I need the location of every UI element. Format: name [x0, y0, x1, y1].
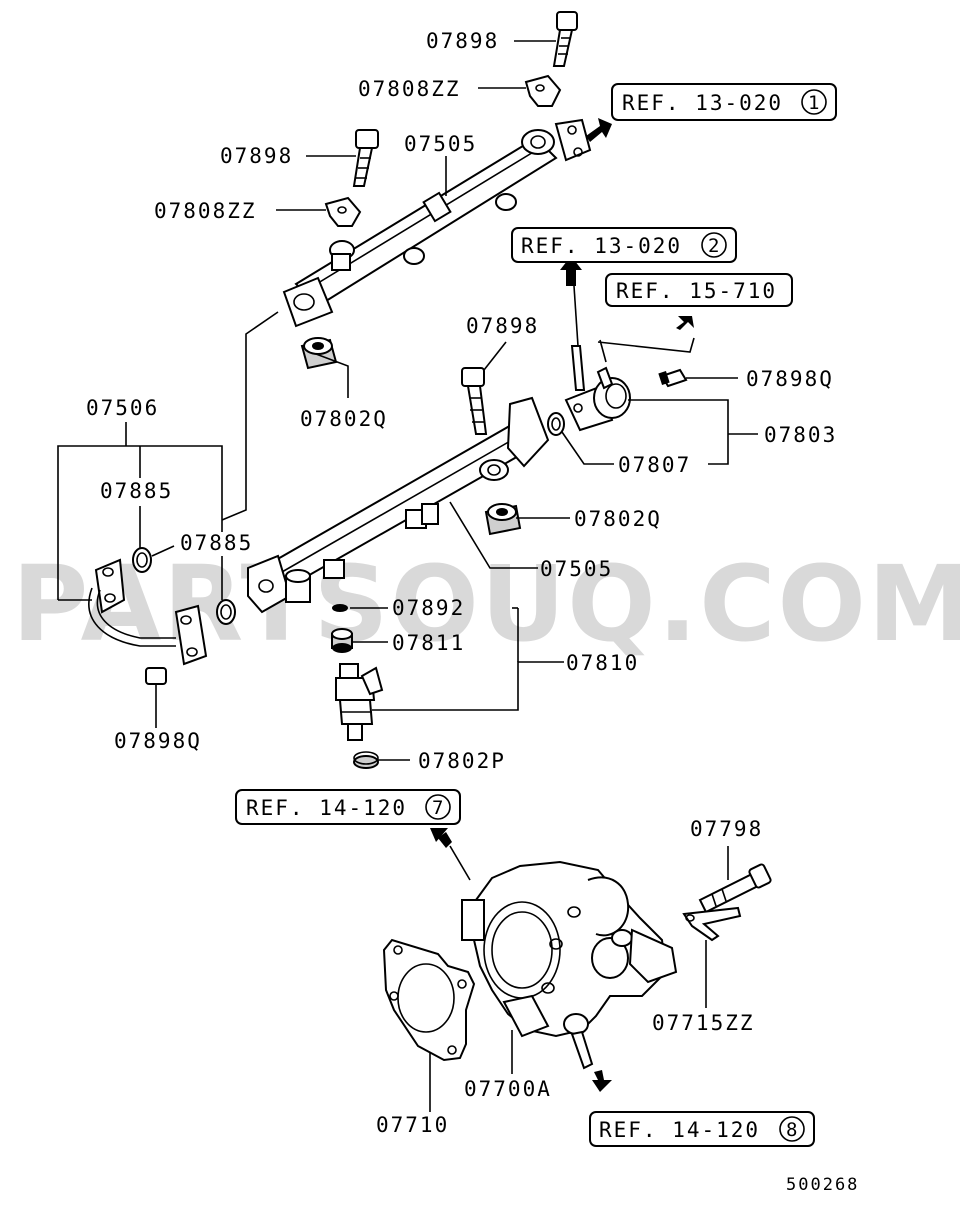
watermark: PARTSOUQ.COM: [12, 543, 960, 665]
label-bolt-regulator: 07898Q: [746, 367, 834, 391]
reference-number: 1: [808, 92, 819, 114]
label-injector-oring: 07811: [392, 631, 465, 655]
lower-fuel-rail[interactable]: [247, 396, 550, 614]
injector-oring[interactable]: [331, 628, 353, 653]
ref-arrows: [430, 118, 694, 1092]
label-gasket: 07710: [376, 1113, 449, 1137]
label-bolt-top: 07898: [426, 29, 499, 53]
label-injector-insulator: 07802P: [418, 749, 506, 773]
insulator-lower[interactable]: [484, 503, 522, 536]
label-bracket-left: 07808ZZ: [154, 199, 257, 223]
label-bracket-throttle: 07715ZZ: [652, 1011, 755, 1035]
reference-box-4[interactable]: REF. 14-120 7: [235, 789, 461, 825]
oring-left[interactable]: [132, 547, 152, 573]
label-pipe-assembly: 07506: [86, 396, 159, 420]
pressure-regulator[interactable]: [564, 345, 631, 432]
label-rail-lower: 07505: [540, 557, 613, 581]
reference-number: 7: [432, 797, 443, 819]
injector[interactable]: [335, 663, 384, 741]
bracket-left[interactable]: [324, 196, 362, 227]
reference-box-1[interactable]: REF. 13-020 1: [611, 83, 837, 121]
label-bracket-top: 07808ZZ: [358, 77, 461, 101]
oring-right[interactable]: [216, 599, 236, 625]
upper-fuel-rail[interactable]: [282, 118, 592, 328]
catalog-number: 500268: [786, 1175, 859, 1195]
label-oring-regulator: 07807: [618, 453, 691, 477]
label-insulator-upper: 07802Q: [300, 407, 388, 431]
reference-box-3[interactable]: REF. 15-710: [605, 273, 793, 307]
label-insulator-lower: 07802Q: [574, 507, 662, 531]
label-bolt-rail-lower: 07898: [466, 314, 539, 338]
label-throttle-body: 07700A: [464, 1077, 552, 1101]
reference-text: REF. 15-710: [616, 279, 777, 303]
reference-text: REF. 14-120: [246, 796, 407, 820]
label-oring-left: 07885: [100, 479, 173, 503]
reference-box-5[interactable]: REF. 14-120 8: [589, 1111, 815, 1147]
bracket-throttle[interactable]: [682, 906, 742, 942]
label-rail-upper: 07505: [404, 132, 477, 156]
bolt-pipe[interactable]: [145, 667, 167, 692]
part-labels: 07898 07808ZZ 07898 07505 07808ZZ 07802Q…: [86, 29, 837, 1137]
label-bolt-throttle: 07798: [690, 817, 763, 841]
reference-number: 2: [708, 235, 719, 257]
insulator-upper[interactable]: [300, 337, 338, 370]
leader-lines: [57, 40, 758, 1112]
throttle-body[interactable]: [461, 860, 678, 1070]
label-regulator: 07803: [764, 423, 837, 447]
label-injector-seal: 07892: [392, 596, 465, 620]
bracket-top[interactable]: [524, 74, 562, 107]
label-bolt-pipe: 07898Q: [114, 729, 202, 753]
injector-insulator[interactable]: [353, 751, 379, 769]
gasket[interactable]: [382, 938, 476, 1062]
oring-regulator[interactable]: [547, 412, 565, 436]
fuel-pipe[interactable]: [88, 558, 208, 666]
bolt-upper-left[interactable]: [352, 129, 379, 187]
injector-seal[interactable]: [332, 604, 348, 612]
reference-number: 8: [786, 1119, 797, 1141]
reference-box-2[interactable]: REF. 13-020 2: [511, 227, 737, 263]
reference-text: REF. 13-020: [521, 234, 682, 258]
label-oring-right: 07885: [180, 531, 253, 555]
bolt-regulator[interactable]: [658, 368, 688, 388]
bolt-top[interactable]: [552, 11, 578, 67]
reference-text: REF. 14-120: [599, 1118, 760, 1142]
bolt-throttle[interactable]: [698, 863, 772, 914]
label-bolt-upper-left: 07898: [220, 144, 293, 168]
label-injector: 07810: [566, 651, 639, 675]
bolt-rail-lower[interactable]: [461, 367, 488, 435]
reference-text: REF. 13-020: [622, 91, 783, 115]
